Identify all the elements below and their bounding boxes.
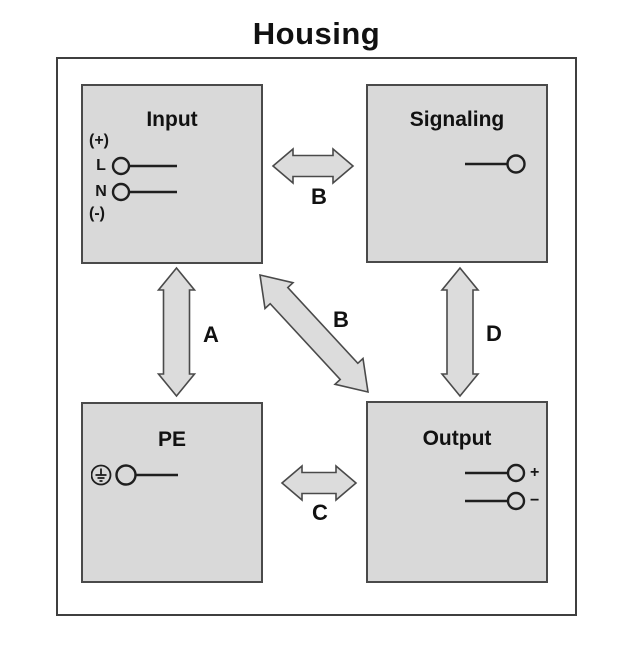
input-box-title: Input <box>146 108 198 131</box>
output-box-title: Output <box>422 427 492 450</box>
arrow-label-b-diagonal: B <box>333 307 349 332</box>
signaling-box-title: Signaling <box>409 108 505 131</box>
terminal-circle-icon <box>465 491 526 511</box>
output-positive-terminal-row: + <box>463 461 539 485</box>
pe-box: PE <box>81 402 263 583</box>
input-neutral-label: N <box>95 183 107 200</box>
input-box: Input (+) L N (-) <box>81 84 263 264</box>
input-neutral-terminal-row: N <box>93 181 179 203</box>
arrow-label-a: A <box>203 322 219 347</box>
input-negative-label: (-) <box>89 205 105 222</box>
signaling-box: Signaling <box>366 84 548 263</box>
terminal-circle-icon <box>111 182 177 202</box>
input-positive-label: (+) <box>89 132 109 149</box>
page-title: Housing <box>252 16 381 51</box>
terminal-circle-icon <box>111 156 177 176</box>
pe-terminal-row <box>91 464 178 486</box>
arrow-label-c: C <box>312 500 328 525</box>
pe-box-title: PE <box>157 428 186 451</box>
output-negative-label: − <box>530 492 540 509</box>
arrow-label-d: D <box>486 321 502 346</box>
input-line-terminal-row: L <box>93 155 179 177</box>
output-box: Output + − <box>366 401 548 583</box>
earth-ground-icon <box>91 464 112 486</box>
output-positive-label: + <box>530 464 540 481</box>
terminal-circle-icon <box>465 463 526 483</box>
arrow-label-b-horizontal: B <box>311 184 327 209</box>
terminal-circle-icon <box>465 154 526 174</box>
terminal-circle-icon <box>115 464 178 486</box>
input-line-label: L <box>96 157 106 174</box>
output-negative-terminal-row: − <box>463 489 539 513</box>
